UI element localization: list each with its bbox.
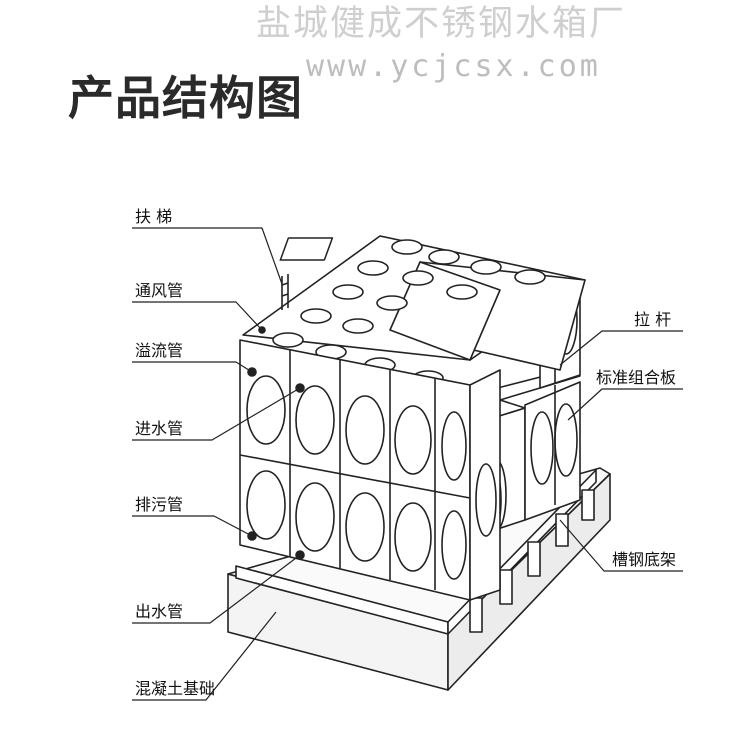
- label-standard-panel: 标准组合板: [596, 368, 676, 387]
- label-outlet-pipe: 出水管: [135, 602, 183, 621]
- ladder: [281, 274, 289, 310]
- label-ladder: 扶 梯: [135, 207, 172, 226]
- label-vent-pipe: 通风管: [135, 281, 183, 300]
- page-title: 产品结构图: [68, 71, 303, 125]
- standard-panels: [246, 375, 497, 580]
- label-overflow-pipe: 溢流管: [135, 341, 183, 360]
- label-tie-rod: 拉 杆: [634, 310, 671, 329]
- top-panels: [272, 237, 546, 386]
- website-url: www.ycjcsx.com: [306, 49, 601, 84]
- leader-lines: [132, 227, 683, 701]
- label-concrete-base: 混凝土基础: [135, 679, 215, 698]
- brand-name: 盐城健成不锈钢水箱厂: [256, 4, 627, 44]
- label-inlet-pipe: 进水管: [135, 419, 183, 438]
- label-drain-pipe: 排污管: [135, 495, 183, 514]
- label-channel-steel-base: 槽钢底架: [612, 550, 676, 569]
